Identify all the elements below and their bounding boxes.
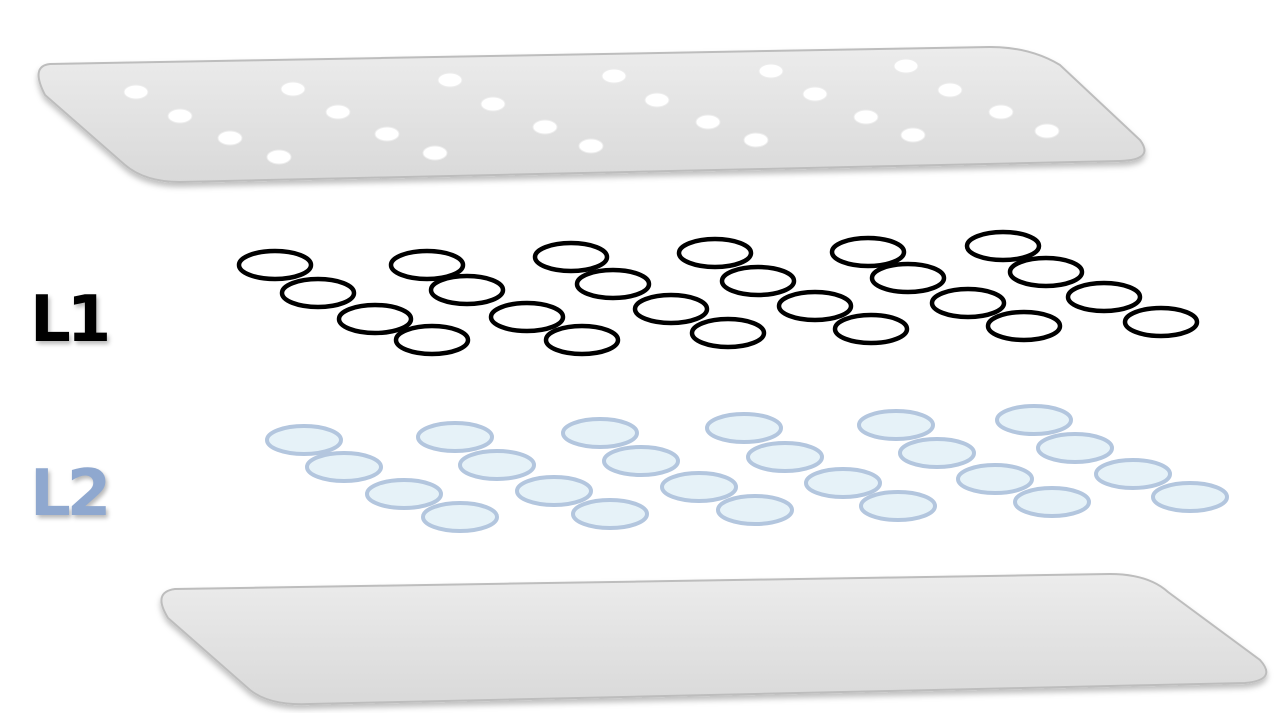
bottom-plate-body (160, 572, 1268, 706)
plate-hole (644, 92, 670, 108)
l2-ring (898, 437, 976, 469)
l2-layer (265, 404, 1229, 533)
l1-ring (676, 236, 754, 270)
bottom-plate (160, 572, 1268, 706)
l1-ring (488, 300, 566, 334)
l1-ring (574, 267, 652, 301)
l2-ring (458, 449, 536, 481)
l1-ring (279, 276, 357, 310)
l1-ring (689, 316, 767, 350)
plate-hole (802, 86, 828, 102)
plate-hole (532, 119, 558, 135)
l2-ring (265, 424, 343, 456)
l2-ring (1151, 481, 1229, 513)
plate-hole (374, 126, 400, 142)
l2-ring (705, 412, 783, 444)
l2-ring (1094, 458, 1172, 490)
l1-ring (428, 273, 506, 307)
l1-ring (236, 248, 314, 282)
plate-hole (893, 58, 919, 74)
plate-hole (900, 127, 926, 143)
l2-ring (305, 451, 383, 483)
plate-hole (758, 63, 784, 79)
l2-ring (421, 501, 499, 533)
l2-ring (1036, 432, 1114, 464)
plate-hole (578, 138, 604, 154)
top-plate (37, 45, 1146, 184)
plate-hole (601, 68, 627, 84)
l1-ring (869, 261, 947, 295)
plate-hole (266, 149, 292, 165)
l2-ring (746, 441, 824, 473)
top-plate-body (37, 45, 1146, 184)
layer-label-l2: L2 (30, 457, 111, 531)
l2-ring (804, 467, 882, 499)
l1-ring (532, 240, 610, 274)
l2-ring (995, 404, 1073, 436)
l2-ring (859, 490, 937, 522)
plate-hole (280, 81, 306, 97)
l2-ring (956, 463, 1034, 495)
l1-ring (964, 229, 1042, 263)
l1-ring (336, 302, 414, 336)
plate-hole (325, 104, 351, 120)
l1-ring (1065, 280, 1143, 314)
plate-hole (422, 145, 448, 161)
plate-hole (695, 114, 721, 130)
l1-ring (393, 323, 471, 357)
l1-ring (776, 289, 854, 323)
l1-ring (985, 309, 1063, 343)
layer-label-l1: L1 (30, 283, 111, 357)
l2-ring (571, 498, 649, 530)
plate-hole (937, 82, 963, 98)
plate-hole (437, 72, 463, 88)
l1-ring (1007, 255, 1085, 289)
l2-ring (515, 475, 593, 507)
l2-ring (416, 421, 494, 453)
plate-hole (480, 96, 506, 112)
l2-ring (602, 445, 680, 477)
l2-ring (660, 471, 738, 503)
plate-hole (167, 108, 193, 124)
l1-ring (929, 286, 1007, 320)
plate-hole (217, 130, 243, 146)
l1-ring (719, 264, 797, 298)
l1-ring (1122, 305, 1200, 339)
l1-ring (543, 323, 621, 357)
plate-hole (853, 109, 879, 125)
l2-ring (716, 494, 794, 526)
l2-ring (1013, 486, 1091, 518)
plate-hole (743, 132, 769, 148)
top-plate-holes (123, 58, 1060, 165)
plate-hole (1034, 123, 1060, 139)
l1-ring (632, 292, 710, 326)
l1-layer (236, 229, 1200, 357)
l1-ring (832, 312, 910, 346)
plate-hole (988, 104, 1014, 120)
l1-ring (388, 248, 466, 282)
l2-ring (365, 478, 443, 510)
l1-ring (829, 235, 907, 269)
l2-ring (561, 417, 639, 449)
plate-hole (123, 84, 149, 100)
l2-ring (857, 409, 935, 441)
